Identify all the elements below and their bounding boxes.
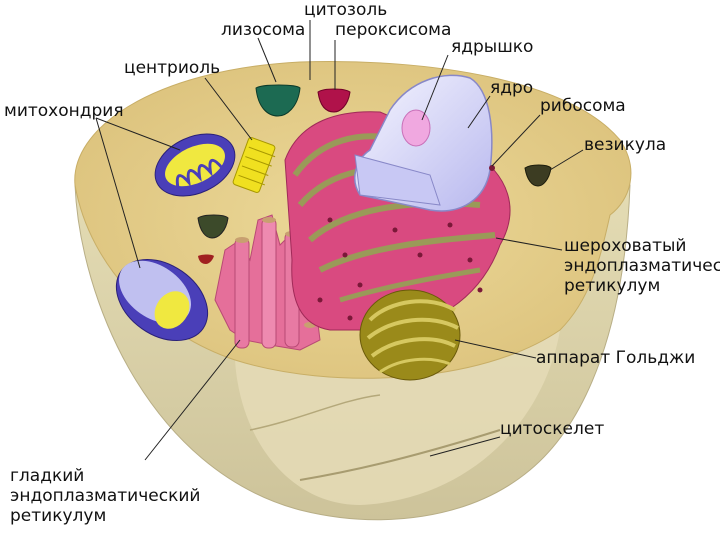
cytoskeleton-fiber (299, 429, 501, 481)
label-smooth-er: гладкий эндоплазматический ретикулум (10, 466, 201, 526)
vesicle-shape (524, 164, 552, 187)
label-ribosome: рибосома (540, 96, 626, 116)
peroxisome-shape (317, 88, 351, 113)
cytoskeleton-fiber-2 (249, 394, 381, 431)
leader-lines (95, 20, 584, 461)
lysosome-shape (255, 84, 301, 117)
mitochondrion-upper (154, 133, 236, 197)
label-lysosome: лизосома (221, 20, 306, 40)
label-golgi: аппарат Гольджи (536, 348, 696, 368)
label-centriole: центриоль (124, 58, 221, 78)
lysosome-small (197, 214, 229, 239)
smooth-er-shape (214, 214, 321, 351)
label-mitochondria: митохондрия (4, 101, 124, 121)
label-nucleolus: ядрышко (451, 37, 534, 57)
mitochondrion-lower (115, 258, 209, 342)
golgi-shape (359, 289, 461, 381)
label-nucleus: ядро (490, 78, 534, 98)
label-rough-er: шероховатый эндоплазматический ретикулум (564, 236, 720, 296)
label-vesicle: везикула (584, 135, 667, 155)
nucleus-shape (354, 74, 493, 212)
centriole-shape (232, 137, 276, 193)
vesicle-small (198, 254, 214, 264)
label-cytoskeleton: цитоскелет (500, 419, 605, 439)
cell-cut-face (235, 330, 560, 505)
label-cytosol: цитозоль (304, 0, 388, 20)
ribosome-dot (489, 165, 495, 171)
label-peroxisome: пероксисома (335, 20, 452, 40)
